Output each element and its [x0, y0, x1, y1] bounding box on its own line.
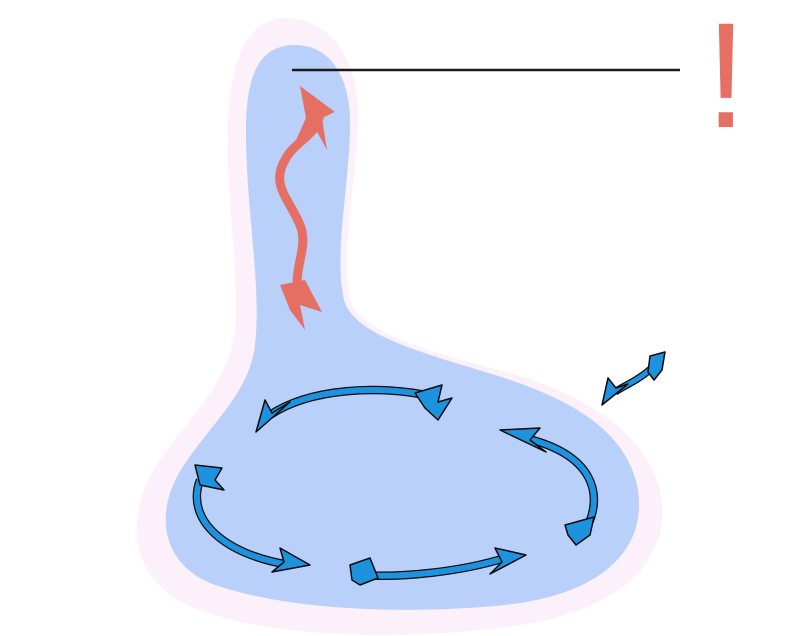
cycle-arrow-icon [193, 478, 291, 568]
cycle-arrow-right [499, 427, 599, 546]
cycle-arrow-left [192, 464, 311, 573]
cycle-arrow-icon [524, 435, 597, 527]
exclamation-icon: ! [705, 0, 747, 159]
escape-arrow-icon [275, 86, 335, 330]
stray-arrow-icon [601, 351, 666, 406]
cycle-arrow-top [255, 384, 453, 433]
cycle-arrow-bottom [349, 547, 527, 586]
